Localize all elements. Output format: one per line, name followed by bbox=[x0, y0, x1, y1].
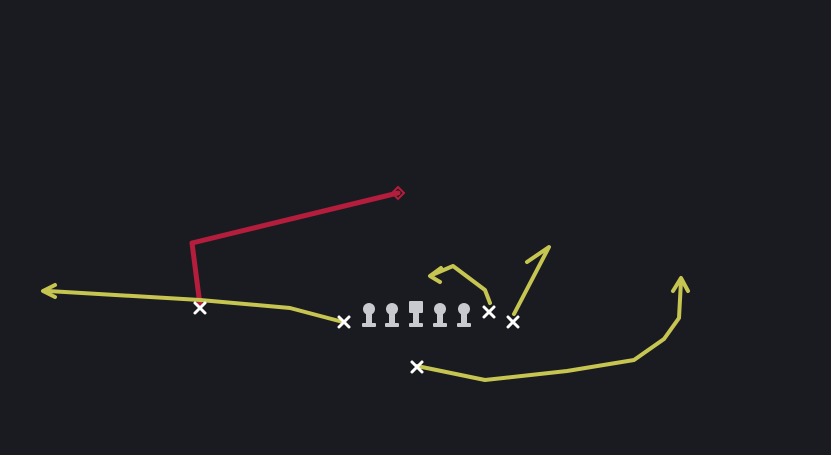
center-icon bbox=[409, 301, 423, 327]
lineman-icon bbox=[457, 303, 471, 327]
secondary-route-right-slot bbox=[430, 264, 492, 305]
x-marker-icon bbox=[410, 360, 424, 374]
x-marker-icon bbox=[506, 315, 520, 329]
secondary-route-right-receiver bbox=[512, 245, 551, 316]
lineman-icon bbox=[433, 303, 447, 327]
lineman-icon bbox=[385, 303, 399, 327]
diamond-icon bbox=[390, 185, 406, 201]
arrow-left-icon bbox=[428, 266, 443, 284]
lineman-icon bbox=[362, 303, 376, 327]
offensive-line bbox=[362, 301, 471, 327]
x-marker-icon bbox=[337, 315, 351, 329]
secondary-route-running-back bbox=[415, 279, 683, 382]
x-marker-icon bbox=[193, 301, 207, 315]
arrow-left-icon bbox=[41, 283, 57, 299]
x-marker-icon bbox=[482, 305, 496, 319]
secondary-route-left-slot bbox=[46, 289, 345, 324]
arrow-up-icon bbox=[671, 276, 690, 293]
primary-route-left-receiver bbox=[189, 190, 401, 308]
